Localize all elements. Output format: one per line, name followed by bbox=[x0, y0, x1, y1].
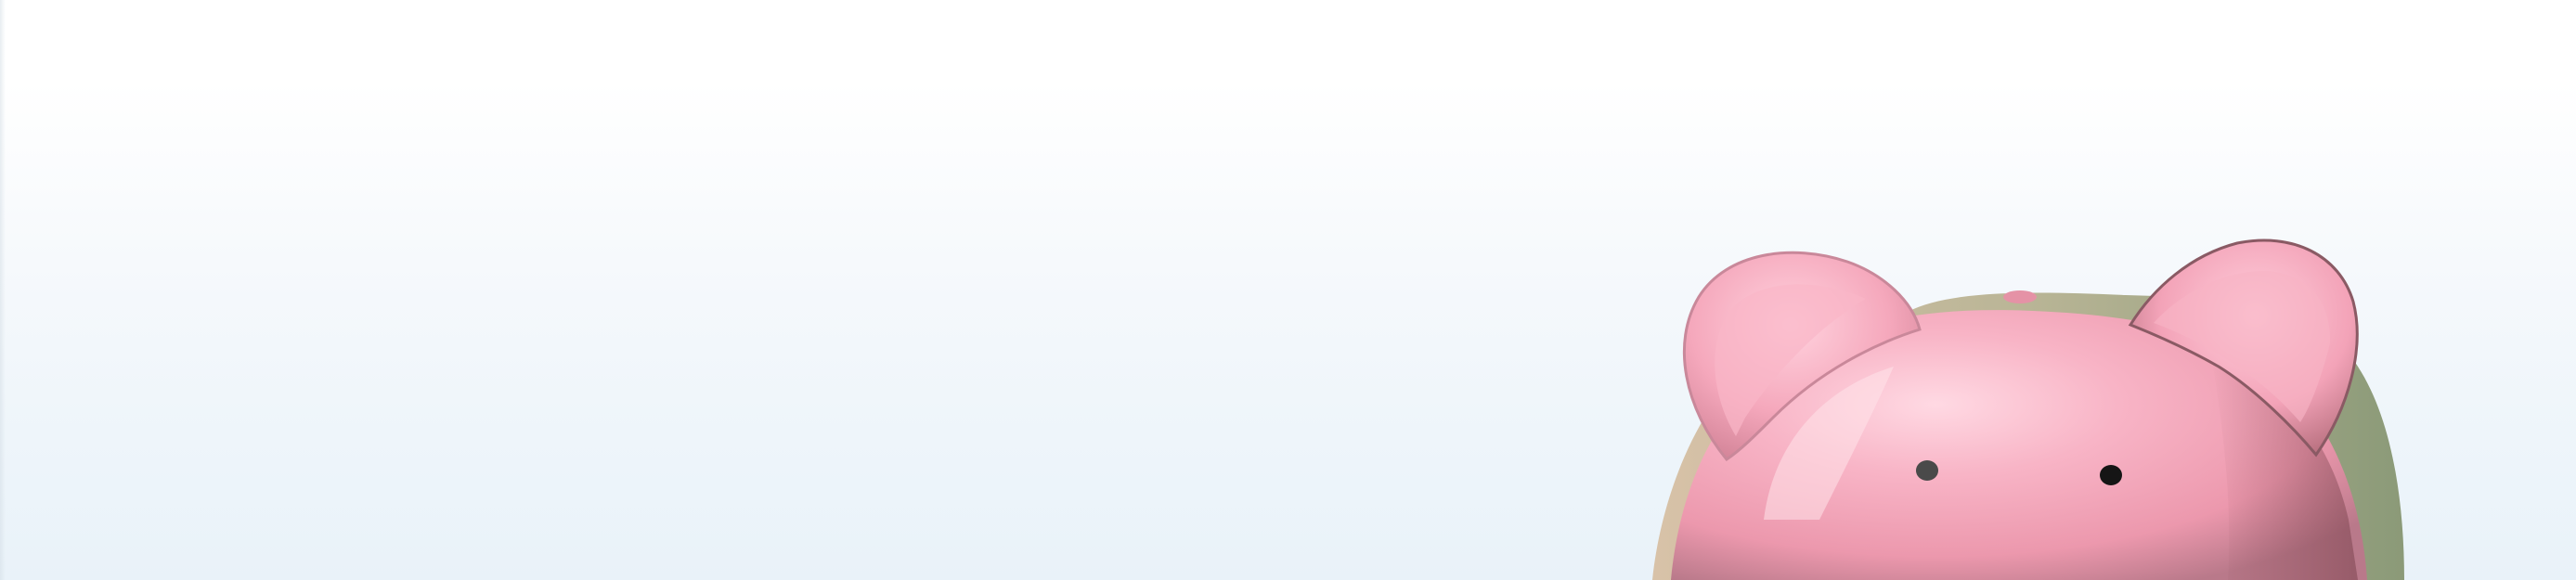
piggy-right-shade bbox=[2209, 343, 2358, 580]
left-eye bbox=[1916, 460, 1938, 481]
right-ear-inner bbox=[2154, 271, 2331, 422]
banner-left-edge bbox=[0, 0, 6, 580]
piggy-head bbox=[1671, 310, 2367, 580]
left-ear-inner bbox=[1715, 284, 1866, 436]
face-highlight bbox=[1764, 367, 1894, 520]
right-eye bbox=[2100, 465, 2122, 485]
coin-slot bbox=[2003, 290, 2037, 303]
